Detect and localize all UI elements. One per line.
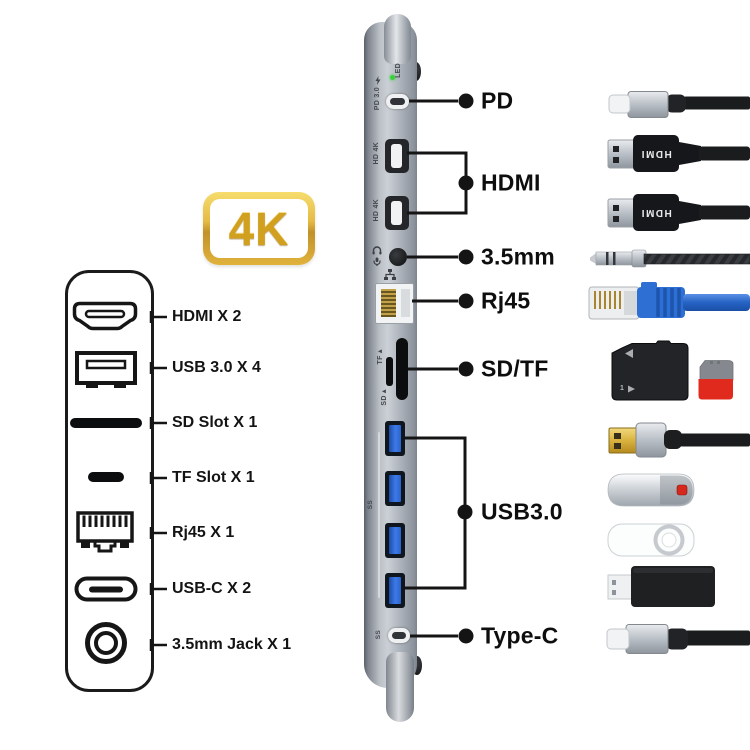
hub-rj45-port xyxy=(375,283,414,324)
hdmi-cable-image-1 xyxy=(607,135,750,172)
microphone-icon xyxy=(373,257,381,266)
callout-label-sdtf: SD/TF xyxy=(481,355,549,382)
usb-stick-black-image xyxy=(607,566,715,607)
sd-card-image xyxy=(611,340,689,401)
hub-cable-top xyxy=(384,14,411,64)
hub-typec-port xyxy=(388,628,410,643)
hdmi-cable-image-2 xyxy=(607,194,750,231)
spec-label-usbc: USB-C X 2 xyxy=(172,580,252,597)
sd-slot-icon xyxy=(70,418,142,428)
hub-hdmi-port-1 xyxy=(385,139,409,173)
lightning-icon xyxy=(375,76,381,85)
usb-c-cable-image-bottom xyxy=(606,624,750,654)
tf-slot-icon xyxy=(88,472,124,482)
spec-label-audio: 3.5mm Jack X 1 xyxy=(172,636,292,653)
callout-label-usb3: USB3.0 xyxy=(481,498,563,525)
spec-label-usb: USB 3.0 X 4 xyxy=(172,359,261,376)
usb-c-port-icon xyxy=(74,576,138,602)
led-indicator xyxy=(390,75,395,80)
hub-usb3-port-2 xyxy=(385,471,405,506)
badge-4k: 4K xyxy=(203,192,315,265)
hub-hdmi-port-2-slot xyxy=(391,201,402,225)
hub-usb3-port-2-tongue xyxy=(389,475,401,502)
hub-tf-slot xyxy=(386,357,393,386)
sd-card-mark: 1 xyxy=(620,385,624,392)
callout-label-audio: 3.5mm xyxy=(481,243,555,270)
spec-label-tf: TF Slot X 1 xyxy=(172,469,255,486)
callout-label-typec: Type-C xyxy=(481,622,559,649)
hub-pd-port-slot xyxy=(390,98,405,105)
hub-usb3-port-3-tongue xyxy=(389,527,401,554)
rj45-port-icon xyxy=(76,511,134,553)
headset-icon xyxy=(372,246,382,255)
usb-group-guide-line xyxy=(378,432,380,598)
usb-a-cable-image xyxy=(608,422,750,458)
hub-usb3-port-4-tongue xyxy=(389,577,401,604)
spec-label-sd: SD Slot X 1 xyxy=(172,414,258,431)
hub-hdmi-port-2 xyxy=(385,196,409,230)
network-icon xyxy=(384,269,396,280)
callout-label-hdmi: HDMI xyxy=(481,169,541,196)
usb-c-cable-image-top xyxy=(608,91,750,118)
callout-label-rj45: Rj45 xyxy=(481,287,531,314)
tf-card-image xyxy=(698,360,734,400)
hub-sd-slot xyxy=(396,338,408,400)
badge-4k-text: 4K xyxy=(228,202,290,255)
hub-cable-bottom xyxy=(386,652,414,722)
hub-rj45-pins xyxy=(381,289,396,317)
spec-label-rj45: Rj45 X 1 xyxy=(172,524,235,541)
flash-drive-white-image xyxy=(607,523,695,557)
hub-usb3-port-3 xyxy=(385,523,405,558)
hdmi-port-icon xyxy=(72,301,138,331)
hub-pd-port xyxy=(386,94,409,109)
usb-a-port-icon xyxy=(75,351,137,388)
hub-usb3-port-1-tongue xyxy=(389,425,401,452)
hub-usb3-port-4 xyxy=(385,573,405,608)
hub-audio-port xyxy=(389,248,407,266)
audio-jack-icon xyxy=(85,622,127,664)
hub-side-button-bottom xyxy=(412,656,422,675)
hub-usb3-port-1 xyxy=(385,421,405,456)
hub-typec-port-slot xyxy=(392,632,406,639)
ethernet-cable-image xyxy=(588,282,750,320)
spec-label-hdmi: HDMI X 2 xyxy=(172,308,242,325)
callout-label-pd: PD xyxy=(481,87,514,114)
aux-cable-image xyxy=(590,249,750,268)
flash-drive-silver-image xyxy=(607,473,695,507)
hub-hdmi-port-1-slot xyxy=(391,144,402,168)
badge-4k-inner: 4K xyxy=(210,199,308,258)
hub-rj45-shade xyxy=(401,289,410,317)
